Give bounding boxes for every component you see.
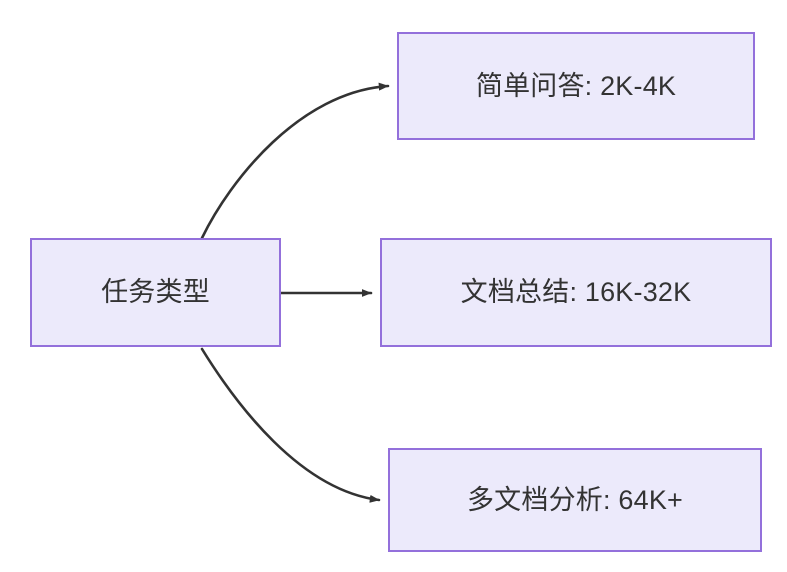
edge-task-type-to-simple-qa	[200, 82, 390, 240]
node-task-type[interactable]: 任务类型	[30, 238, 281, 347]
node-simple-qa-label: 简单问答: 2K-4K	[475, 70, 677, 101]
node-doc-summary-label: 文档总结: 16K-32K	[460, 277, 692, 308]
edge-task-type-to-multi-doc-analysis	[200, 347, 381, 503]
node-task-type-label: 任务类型	[101, 277, 210, 308]
node-multi-doc-analysis-label: 多文档分析: 64K+	[466, 484, 683, 515]
node-simple-qa[interactable]: 简单问答: 2K-4K	[397, 32, 755, 140]
node-multi-doc-analysis[interactable]: 多文档分析: 64K+	[388, 448, 762, 552]
node-doc-summary[interactable]: 文档总结: 16K-32K	[380, 238, 772, 347]
